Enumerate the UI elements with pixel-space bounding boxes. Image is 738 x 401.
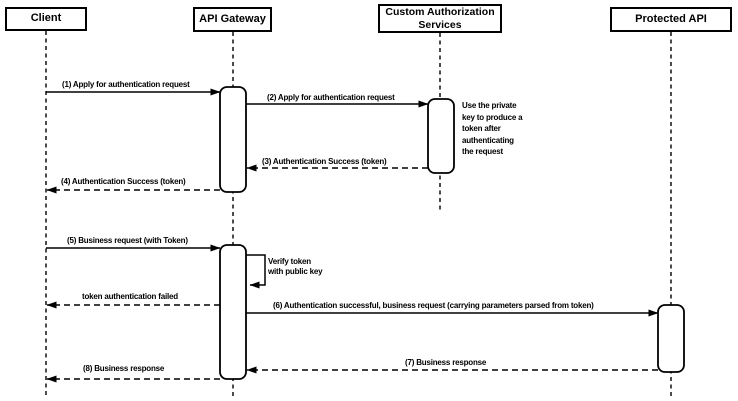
participant-client: Client bbox=[5, 7, 87, 31]
participant-protected-api-label: Protected API bbox=[635, 12, 707, 25]
self-message-verify-token-arrow bbox=[246, 254, 266, 289]
activation-custom-authorization-services bbox=[427, 98, 455, 174]
message-8-label: (8) Business response bbox=[83, 364, 165, 373]
participant-custom-authorization-services-label: Custom Authorization Services bbox=[385, 5, 495, 31]
participant-protected-api: Protected API bbox=[610, 7, 732, 32]
participant-custom-authorization-services: Custom Authorization Services bbox=[378, 4, 502, 33]
self-message-verify-token-label: Verify token with public key bbox=[268, 257, 323, 277]
message-1-label: (1) Apply for authentication request bbox=[62, 80, 190, 89]
message-3-label: (3) Authentication Success (token) bbox=[262, 157, 387, 166]
note-private-key: Use the private key to produce a token a… bbox=[462, 101, 523, 157]
participant-client-label: Client bbox=[30, 12, 62, 25]
participant-api-gateway-label: API Gateway bbox=[199, 12, 266, 25]
message-4-label: (4) Authentication Success (token) bbox=[61, 177, 186, 186]
message-5-label: (5) Business request (with Token) bbox=[67, 236, 188, 245]
message-token-failed-label: token authentication failed bbox=[82, 292, 178, 301]
message-7-label: (7) Business response bbox=[405, 358, 487, 367]
message-6-label: (6) Authentication successful, business … bbox=[273, 301, 594, 310]
participant-api-gateway: API Gateway bbox=[193, 7, 272, 32]
activation-protected-api bbox=[657, 304, 685, 373]
activation-api-gateway-1 bbox=[219, 86, 247, 193]
activation-api-gateway-2 bbox=[219, 244, 247, 380]
message-2-label: (2) Apply for authentication request bbox=[267, 93, 395, 102]
